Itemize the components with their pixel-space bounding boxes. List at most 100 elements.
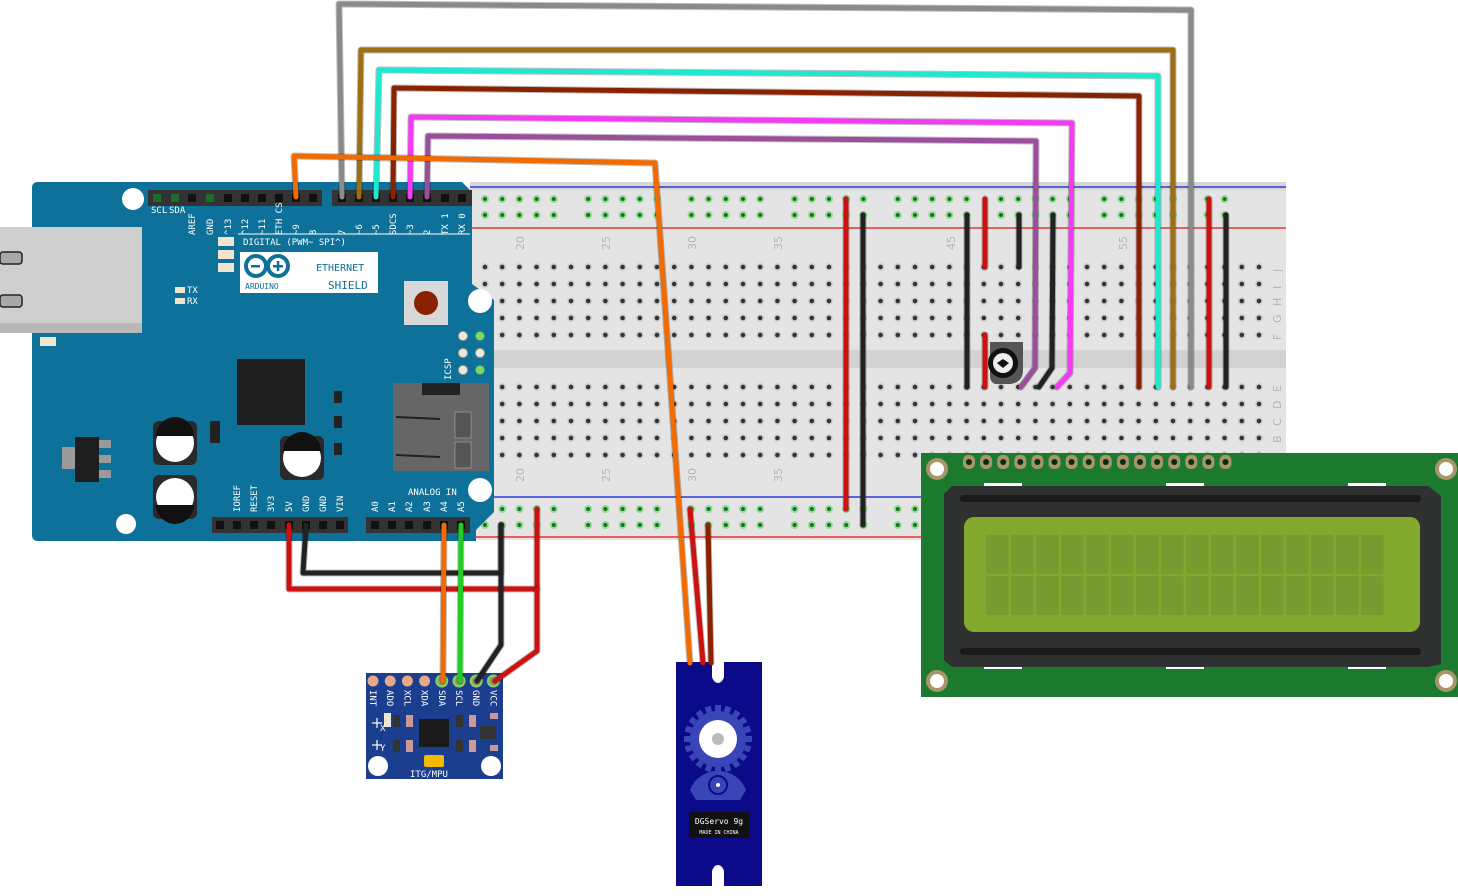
breadboard-hole: [515, 434, 524, 442]
rail-hole: [790, 505, 799, 513]
rail-hole: [739, 505, 747, 513]
lcd-character-cell: [1011, 576, 1034, 615]
breadboard-hole: [773, 434, 782, 442]
breadboard-hole: [687, 297, 696, 305]
breadboard-hole: [636, 383, 644, 391]
breadboard-hole: [980, 280, 988, 288]
breadboard-hole: [601, 383, 610, 391]
breadboard-hole: [1238, 280, 1246, 288]
breadboard-hole: [1083, 331, 1091, 339]
top-pin-label: ~6: [355, 224, 365, 235]
breadboard-hole: [894, 400, 902, 408]
reset-button-cap[interactable]: [414, 291, 438, 315]
rail-hole: [893, 521, 902, 529]
wire-orange-sda[interactable]: [440, 522, 447, 684]
breadboard-hole: [1014, 434, 1022, 442]
rail-hole: [601, 521, 610, 529]
breadboard-hole: [945, 314, 954, 322]
rail-hole: [515, 521, 524, 529]
breadboard-hole: [1048, 400, 1057, 408]
breadboard-hole: [498, 400, 506, 408]
lcd-pin-hole: [983, 459, 990, 465]
reset-button[interactable]: [404, 281, 448, 325]
top-pin-label: RX 0: [458, 213, 468, 235]
breadboard-hole: [601, 297, 610, 305]
breadboard-hole: [756, 417, 764, 425]
mpu-label: ITG/MPU: [410, 770, 448, 780]
breadboard-hole: [1014, 297, 1022, 305]
wire-black-lcd[interactable]: [1036, 212, 1056, 390]
rail-hole: [997, 211, 1005, 219]
column-number: 55: [1117, 236, 1130, 250]
header-pin: [241, 194, 249, 202]
wire-red-servo[interactable]: [687, 506, 706, 666]
breadboard-hole: [1117, 400, 1126, 408]
breadboard-hole: [894, 331, 902, 339]
breadboard-hole: [928, 331, 936, 339]
breadboard-hole: [790, 434, 799, 442]
wire-orange-pin9[interactable]: [291, 153, 693, 666]
breadboard-hole: [1083, 297, 1091, 305]
lcd-character-cell: [1336, 576, 1359, 615]
breadboard-hole: [773, 331, 782, 339]
breadboard-hole: [1117, 314, 1126, 322]
breadboard-hole: [790, 400, 799, 408]
wire-gray-pin7[interactable]: [336, 1, 1194, 390]
breadboard-hole: [687, 383, 696, 391]
breadboard-hole: [739, 314, 747, 322]
rail-hole: [515, 211, 524, 219]
icsp-label: ICSP: [444, 358, 454, 380]
breadboard-hole: [550, 417, 558, 425]
breadboard-hole: [1255, 314, 1263, 322]
breadboard-hole: [808, 297, 816, 305]
power-pin: [233, 521, 241, 529]
breadboard-hole: [584, 434, 592, 442]
breadboard-hole: [584, 417, 592, 425]
potentiometer[interactable]: [988, 342, 1023, 384]
lcd-pin-hole: [1154, 459, 1161, 465]
smd-transistor: [210, 421, 220, 443]
wire-black-mpu-gnd[interactable]: [474, 522, 504, 684]
rail-hole: [618, 505, 627, 513]
breadboard-hole: [601, 451, 610, 459]
power-pin-label: IOREF: [233, 485, 243, 512]
rail-hole: [1048, 195, 1057, 203]
breadboard-hole: [687, 280, 696, 288]
breadboard-hole: [911, 314, 919, 322]
breadboard-hole: [601, 263, 610, 271]
breadboard-hole: [980, 297, 988, 305]
breadboard-hole: [550, 297, 558, 305]
wire-brown-servo[interactable]: [705, 522, 714, 666]
servo-made-in: MADE IN CHINA: [699, 830, 738, 836]
lcd-pin-hole: [1000, 459, 1007, 465]
wire-cyan-pin5[interactable]: [373, 67, 1161, 390]
wire-brown-sdcs[interactable]: [390, 85, 1142, 390]
rail-hole: [807, 195, 816, 203]
lcd-pin-hole: [1034, 459, 1041, 465]
breadboard-hole: [532, 417, 541, 425]
header-pin: [309, 194, 317, 202]
breadboard-hole: [997, 331, 1005, 339]
breadboard-hole: [636, 451, 644, 459]
breadboard-hole: [1031, 417, 1040, 425]
breadboard-hole: [1066, 383, 1074, 391]
breadboard-hole: [928, 263, 936, 271]
breadboard-hole: [825, 280, 833, 288]
rail-hole: [515, 195, 524, 203]
rail-hole: [1117, 195, 1126, 203]
analog-pin-label: A2: [405, 501, 415, 512]
breadboard-hole: [1014, 280, 1022, 288]
wire-red-mpu-vcc[interactable]: [492, 586, 540, 684]
breadboard-hole: [894, 314, 902, 322]
analog-pin: [423, 521, 431, 529]
icsp-header: ICSP: [444, 331, 485, 380]
breadboard-hole: [876, 417, 885, 425]
breadboard-hole: [498, 297, 506, 305]
smd-resistor: [406, 715, 413, 727]
wire-green-scl[interactable]: [457, 522, 464, 684]
power-pin: [250, 521, 258, 529]
wire-ochre-pin6[interactable]: [356, 47, 1176, 390]
wire-red-5v[interactable]: [286, 506, 540, 592]
rail-hole: [601, 211, 610, 219]
wire-magenta-pin3[interactable]: [407, 114, 1075, 390]
